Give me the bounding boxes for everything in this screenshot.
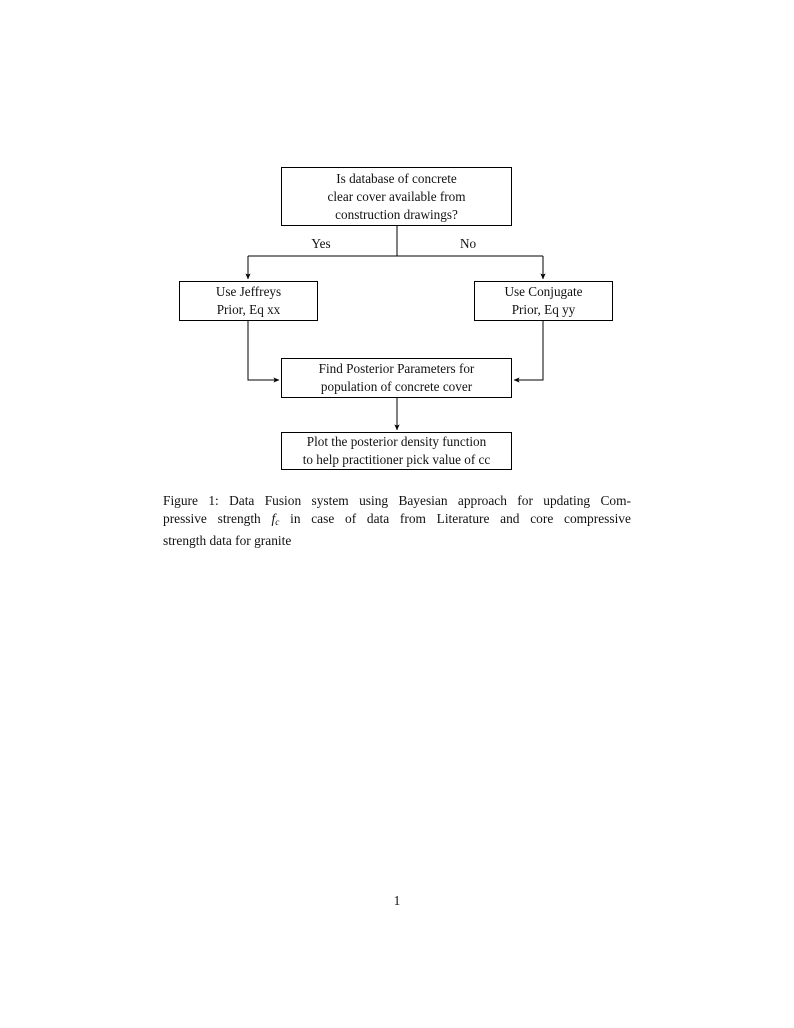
caption-line-1: Figure 1: Data Fusion system using Bayes… [163, 492, 631, 510]
edge-conjugate-to-posterior [513, 321, 544, 383]
flowchart-node-question: Is database of concrete clear cover avai… [281, 167, 512, 226]
caption-l2-w10: core [530, 510, 554, 526]
caption-l2-w8: Literature [436, 510, 490, 526]
edge-jeffreys-to-posterior [247, 321, 280, 383]
caption-l1-w9: for [517, 493, 533, 508]
figure-caption: Figure 1: Data Fusion system using Bayes… [163, 492, 631, 550]
caption-l1-w11: Com- [600, 493, 631, 508]
caption-l1-w10: updating [543, 493, 591, 508]
node-jeffreys-line-1: Use Jeffreys [215, 284, 282, 299]
caption-line-3: strength data for granite [163, 533, 292, 549]
page-number: 1 [393, 893, 401, 908]
node-posterior-line-1: Find Posterior Parameters for [318, 361, 475, 376]
node-plot-line-2: to help practitioner pick value of cc [302, 452, 491, 467]
flowchart-node-jeffreys-prior: Use Jeffreys Prior, Eq xx [179, 281, 318, 321]
node-plot-line-1: Plot the posterior density function [306, 434, 487, 449]
caption-math-base: f [271, 510, 276, 526]
caption-l2-w9: and [500, 510, 520, 526]
caption-l2-w4: case [311, 510, 335, 526]
edge-label-no: No [459, 236, 477, 251]
caption-l2-w11: compressive [564, 510, 631, 526]
node-posterior-line-2: population of concrete cover [320, 379, 473, 394]
figure-flowchart: Is database of concrete clear cover avai… [0, 0, 794, 490]
caption-l1-w4: Fusion [264, 493, 302, 508]
node-conjugate-line-1: Use Conjugate [504, 284, 583, 299]
flowchart-connectors [245, 226, 546, 431]
caption-l1-w6: using [359, 493, 389, 508]
caption-math-fc: fc [271, 510, 279, 533]
caption-l1-w3: Data [229, 493, 255, 508]
caption-l2-w2: strength [217, 510, 261, 526]
caption-math-subscript: c [275, 517, 280, 528]
node-jeffreys-line-2: Prior, Eq xx [216, 302, 281, 317]
caption-l2-w3: in [290, 510, 301, 526]
flowchart-node-find-posterior: Find Posterior Parameters for population… [281, 358, 512, 398]
node-question-line-2: clear cover available from [327, 188, 466, 204]
caption-l1-w1: Figure [163, 493, 198, 508]
node-conjugate-line-2: Prior, Eq yy [511, 302, 576, 317]
node-question-line-3: construction drawings? [335, 206, 458, 222]
flowchart-node-plot-density: Plot the posterior density function to h… [281, 432, 512, 470]
caption-l2-w7: from [399, 510, 426, 526]
caption-l1-w8: approach [457, 493, 507, 508]
node-question-line-1: Is database of concrete [336, 170, 457, 186]
caption-l2-w5: of [345, 510, 357, 526]
flowchart-node-conjugate-prior: Use Conjugate Prior, Eq yy [474, 281, 613, 321]
caption-line-2: pressive strength fc in case of data fro… [163, 510, 631, 533]
caption-l2-w6: data [366, 510, 390, 526]
caption-l2-w1: pressive [163, 510, 207, 526]
caption-l1-w7: Bayesian [398, 493, 448, 508]
caption-l1-w2: 1: [208, 493, 219, 508]
edge-label-yes: Yes [311, 236, 331, 251]
caption-l1-w5: system [311, 493, 349, 508]
